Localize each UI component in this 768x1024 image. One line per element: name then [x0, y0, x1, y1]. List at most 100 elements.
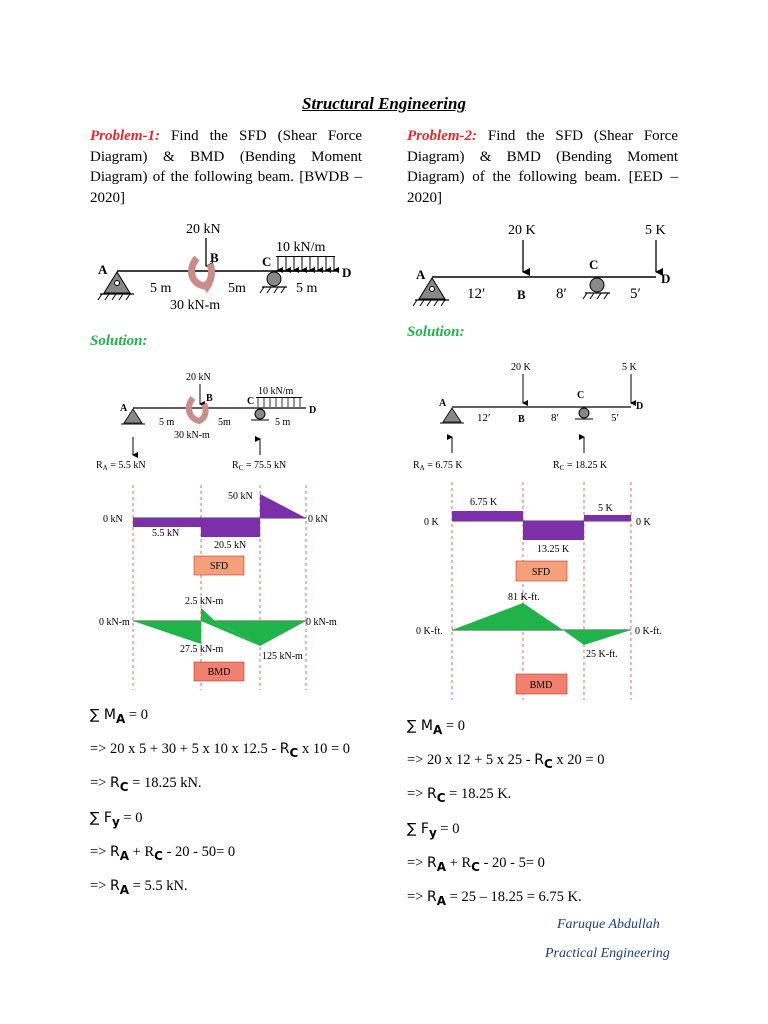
svg-text:5.5 kN: 5.5 kN	[152, 528, 179, 539]
p1-eq-2: => 20 x 5 + 30 + 5 x 10 x 12.5 - RC x 10…	[90, 741, 351, 761]
svg-text:5 m: 5 m	[159, 417, 175, 428]
p1-roller-support-icon	[266, 271, 282, 287]
svg-text:0 kN-m: 0 kN-m	[99, 617, 130, 628]
p2-roller-support-icon	[589, 277, 605, 293]
svg-text:20 K: 20 K	[508, 223, 536, 238]
svg-text:D: D	[661, 271, 670, 286]
p1-bmd: 0 kN-m 0 kN-m 2.5 kN-m 27.5 kN-m 125 kN-…	[99, 596, 337, 682]
svg-text:50 kN: 50 kN	[228, 491, 253, 502]
p2-ra-reaction: RA = 6.75 K	[413, 460, 463, 472]
p1-beam-diagram: 20 kN B A C D 10 kN/m 5 m	[97, 222, 351, 313]
svg-text:30 kN-m: 30 kN-m	[174, 430, 210, 441]
p2-beam-diagram: 20 K 5 K A C D B 12′ 8′ 5′	[412, 223, 670, 307]
p2-eq-5: => RA + RC - 20 - 5= 0	[407, 854, 545, 874]
svg-text:27.5 kN-m: 27.5 kN-m	[180, 644, 224, 655]
svg-text:B: B	[518, 414, 525, 425]
p1-moment-icon	[188, 255, 216, 290]
p1-load-b-label: 20 kN	[186, 222, 221, 237]
p1-b-label: B	[210, 250, 219, 265]
svg-text:0 kN-m: 0 kN-m	[306, 617, 337, 628]
page-title: Structural Engineering	[302, 94, 466, 113]
p2-equations: ∑ MA = 0 => 20 x 12 + 5 x 25 - RC x 20 =…	[407, 711, 604, 916]
p1-sfd-tag: SFD	[210, 561, 228, 572]
p1-ra-reaction: RA = 5.5 kN	[96, 460, 146, 472]
p1-equations: ∑ MA = 0 => 20 x 5 + 30 + 5 x 10 x 12.5 …	[90, 700, 350, 905]
svg-text:25 K-ft.: 25 K-ft.	[586, 649, 618, 660]
p2-eq-6: => RA = 25 – 18.25 = 6.75 K.	[407, 888, 582, 908]
svg-text:B: B	[206, 393, 213, 404]
problem1-statement: Problem-1: Find the SFD (Shear Force Dia…	[90, 126, 362, 208]
p1-guide-lines	[132, 485, 307, 690]
p1-span2-label: 5m	[228, 281, 246, 296]
svg-text:6.75 K: 6.75 K	[470, 497, 498, 508]
p1-eq-4: ∑ Fy = 0	[90, 809, 143, 829]
p1-eq-3: => RC = 18.25 kN.	[90, 775, 202, 795]
problem2-text: Find the SFD (Shear Force Diagram) & BMD…	[407, 128, 678, 206]
p1-span1-label: 5 m	[150, 281, 172, 296]
p1-udl-label: 10 kN/m	[276, 240, 326, 255]
svg-text:5 K: 5 K	[598, 503, 614, 514]
signature-org: Practical Engineering	[545, 946, 670, 961]
svg-text:5 m: 5 m	[275, 417, 291, 428]
svg-text:0 K: 0 K	[424, 517, 440, 528]
svg-text:5 K: 5 K	[622, 362, 638, 373]
p1-eq-5: => RA + RC - 20 - 50= 0	[90, 843, 236, 863]
p2-eq-4: ∑ Fy = 0	[407, 820, 460, 840]
p1-sfd: 0 kN 0 kN 5.5 kN 20.5 kN 50 kN SFD	[103, 491, 328, 576]
p1-eq-1: ∑ MA = 0	[90, 707, 148, 726]
svg-text:D: D	[309, 405, 316, 416]
svg-text:10 kN/m: 10 kN/m	[258, 386, 294, 397]
p2-eq-1: ∑ MA = 0	[407, 718, 465, 737]
p1-span3-label: 5 m	[296, 281, 318, 296]
svg-text:D: D	[636, 401, 643, 412]
p2-sfd-tag: SFD	[532, 567, 550, 578]
p1-a-label: A	[98, 262, 108, 277]
p2-sfd: 0 K 0 K 6.75 K 13.25 K 5 K SFD	[424, 497, 652, 582]
p1-s-load-label: 20 kN	[186, 372, 211, 383]
p2-eq-3: => RC = 18.25 K.	[407, 786, 512, 806]
svg-text:5m: 5m	[218, 417, 231, 428]
svg-text:13.25 K: 13.25 K	[537, 544, 570, 555]
svg-text:81 K-ft.: 81 K-ft.	[508, 592, 540, 603]
svg-text:A: A	[120, 403, 128, 414]
svg-text:5′: 5′	[630, 286, 641, 302]
svg-text:20 K: 20 K	[511, 362, 532, 373]
p2-solution-beam: 20 K 5 K A C D B 12′ 8′ 5′ RA = 6.75 K R…	[413, 362, 643, 472]
p1-solution-label: Solution:	[90, 333, 148, 349]
svg-text:12′: 12′	[477, 412, 490, 424]
svg-text:0 K-ft.: 0 K-ft.	[635, 626, 662, 637]
svg-text:12′: 12′	[467, 286, 485, 302]
p1-solution-beam: 20 kN B A C D 10 kN/m 5 m 5m 5 m 30 kN-m…	[96, 372, 316, 472]
problem2-statement: Problem-2: Find the SFD (Shear Force Dia…	[407, 126, 678, 208]
p1-moment-label: 30 kN-m	[170, 298, 220, 313]
svg-text:0 K: 0 K	[636, 517, 652, 528]
svg-text:0 kN: 0 kN	[308, 514, 328, 525]
p2-bmd-tag: BMD	[530, 680, 553, 691]
svg-text:0 kN: 0 kN	[103, 514, 123, 525]
p2-bmd: 0 K-ft. 0 K-ft. 81 K-ft. 25 K-ft. BMD	[416, 592, 662, 695]
svg-text:20.5 kN: 20.5 kN	[214, 540, 246, 551]
p1-rc-reaction: RC = 75.5 kN	[232, 460, 286, 472]
svg-text:8′: 8′	[556, 286, 567, 302]
p1-bmd-tag: BMD	[208, 667, 231, 678]
svg-text:C: C	[577, 390, 584, 401]
problem2-label: Problem-2:	[407, 128, 477, 144]
svg-text:125 kN-m: 125 kN-m	[262, 651, 303, 662]
svg-text:A: A	[416, 267, 426, 282]
p1-d-label: D	[342, 265, 351, 280]
svg-text:C: C	[589, 257, 598, 272]
svg-text:C: C	[247, 396, 254, 407]
svg-text:8′: 8′	[551, 412, 559, 424]
problem1-text: Find the SFD (Shear Force Diagram) & BMD…	[90, 128, 362, 206]
p2-solution-label: Solution:	[407, 324, 465, 340]
problem1-label: Problem-1:	[90, 128, 160, 144]
svg-text:5 K: 5 K	[645, 223, 666, 238]
svg-text:0 K-ft.: 0 K-ft.	[416, 626, 443, 637]
svg-text:5′: 5′	[611, 412, 619, 424]
svg-text:A: A	[439, 398, 447, 409]
p2-eq-2: => 20 x 12 + 5 x 25 - RC x 20 = 0	[407, 752, 605, 772]
p2-rc-reaction: RC = 18.25 K	[553, 460, 608, 472]
p1-eq-6: => RA = 5.5 kN.	[90, 877, 188, 897]
p1-c-label: C	[262, 254, 271, 269]
